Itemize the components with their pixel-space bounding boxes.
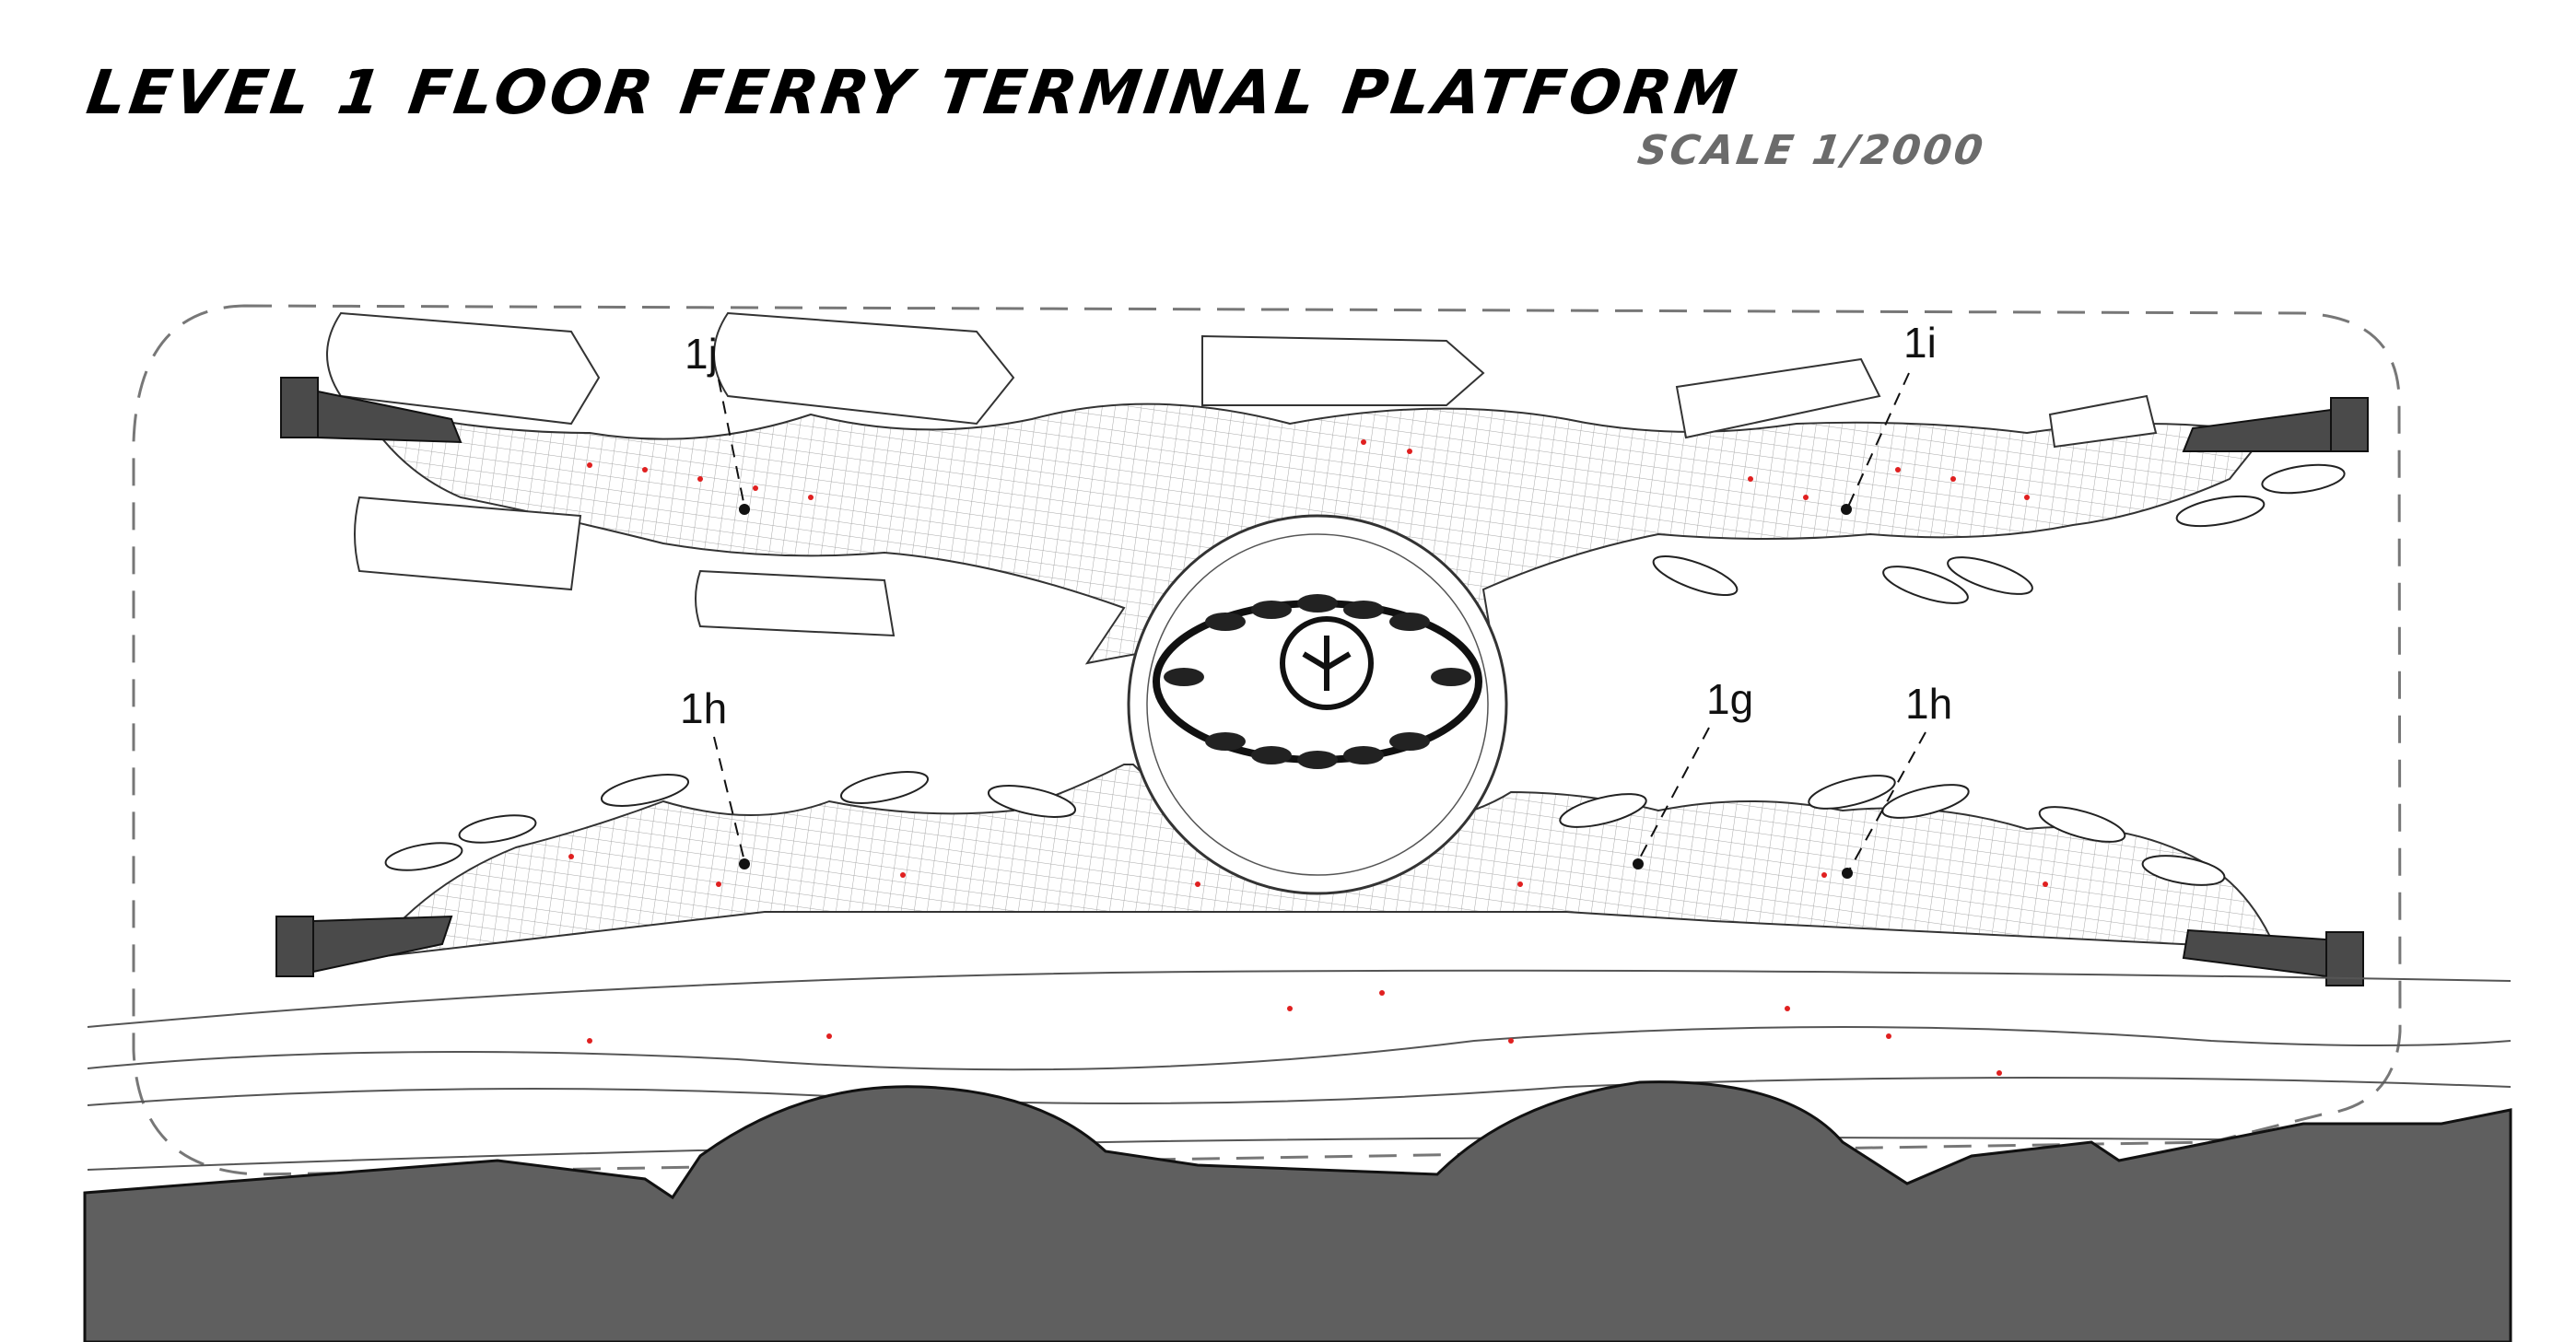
ferry-group-upper (326, 311, 2158, 637)
callout-dots (739, 504, 1853, 879)
small-boats (384, 463, 2346, 886)
label-1h-left: 1h (680, 684, 727, 732)
terminal-core-symbol (1302, 636, 1352, 691)
site-boundary (132, 304, 2402, 1176)
label-1h-right: 1h (1905, 680, 1952, 728)
quay-lines (87, 969, 2512, 1171)
pier-blocks (275, 377, 2369, 986)
callout-leaders (713, 372, 1926, 871)
label-1j: 1j (685, 330, 718, 378)
land-mass (83, 1080, 2512, 1342)
label-1i: 1i (1903, 319, 1937, 367)
central-terminal-ring (1146, 533, 1489, 876)
marker-dots (568, 439, 2048, 1076)
label-1g: 1g (1706, 675, 1753, 723)
terminal-pods (1164, 594, 1471, 769)
